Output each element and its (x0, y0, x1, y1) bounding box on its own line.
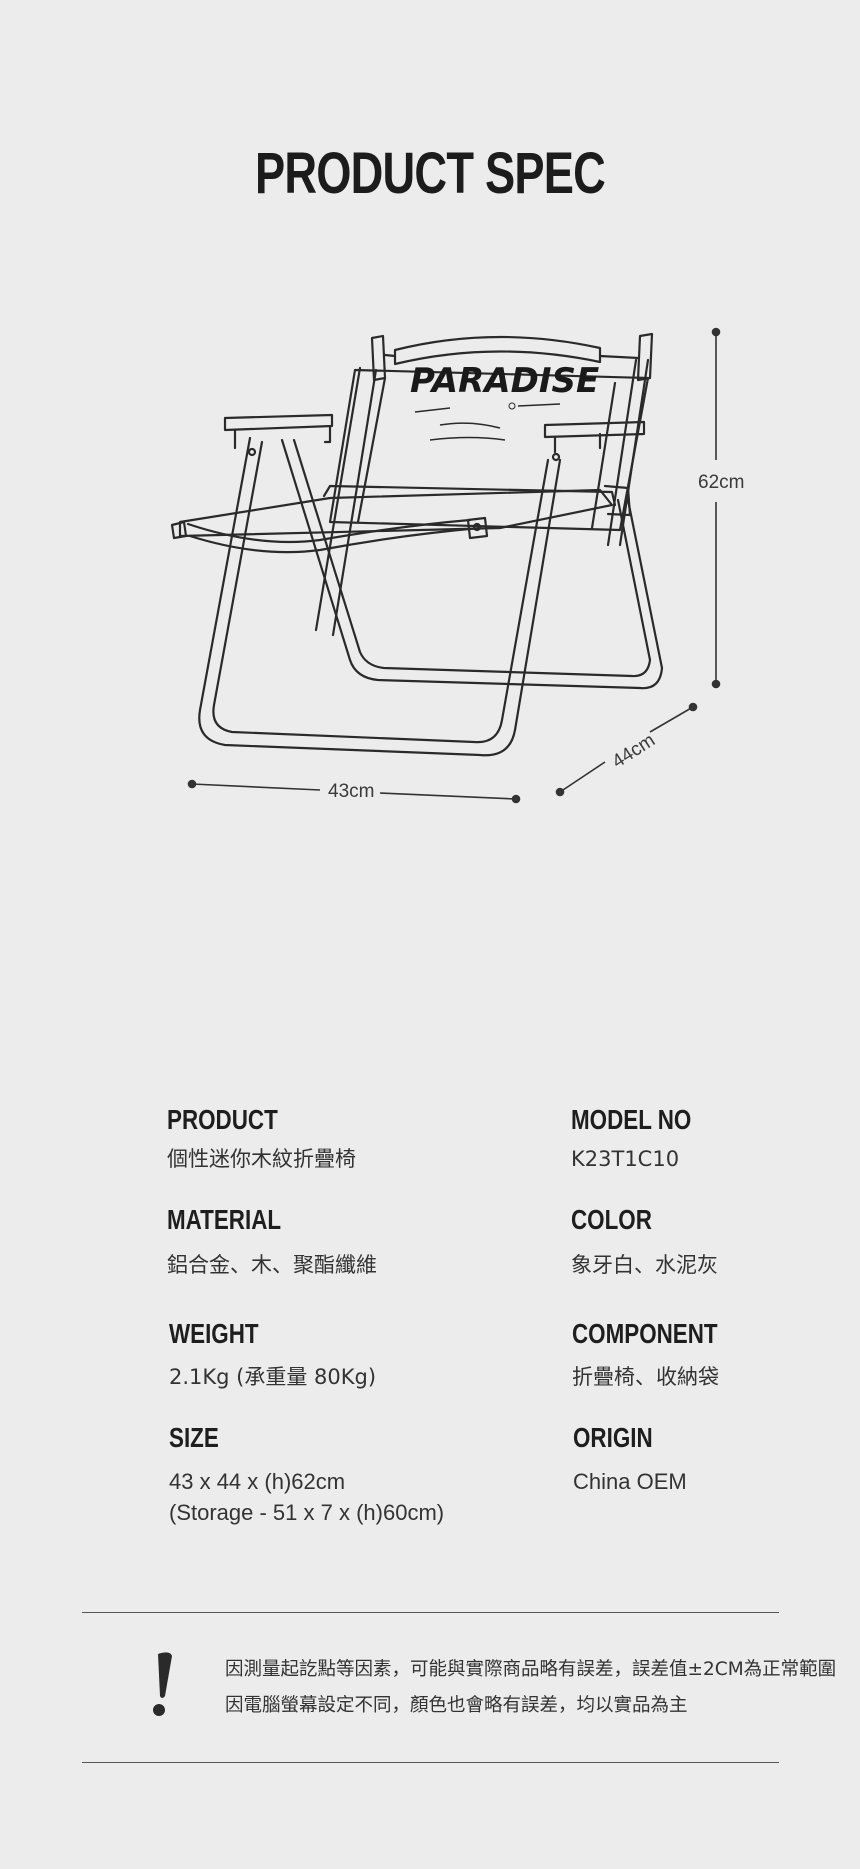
spec-value: K23T1C10 (571, 1147, 680, 1171)
brand-text: PARADISE (410, 361, 599, 401)
spec-material: MATERIAL 鋁合金、木、聚酯纖維 (167, 1204, 497, 1281)
divider-bottom (82, 1762, 779, 1763)
spec-size: SIZE 43 x 44 x (h)62cm (Storage - 51 x 7… (169, 1422, 499, 1528)
notice-line-2: 因電腦螢幕設定不同，顏色也會略有誤差，均以實品為主 (225, 1695, 688, 1716)
notice-line-1: 因測量起訖點等因素，可能與實際商品略有誤差，誤差值±2CM為正常範圍 (225, 1659, 837, 1680)
size-line-1: 43 x 44 x (h)62cm (169, 1469, 346, 1494)
page-title: PRODUCT SPEC (254, 141, 606, 206)
spec-component: COMPONENT 折疊椅、收納袋 (572, 1318, 860, 1393)
spec-value: 折疊椅、收納袋 (572, 1365, 719, 1389)
notice-text: 因測量起訖點等因素，可能與實際商品略有誤差，誤差值±2CM為正常範圍 因電腦螢幕… (225, 1652, 836, 1724)
spec-color: COLOR 象牙白、水泥灰 (571, 1204, 860, 1281)
spec-value: China OEM (573, 1469, 687, 1494)
spec-value: 象牙白、水泥灰 (571, 1253, 718, 1277)
spec-value: 2.1Kg (承重量 80Kg) (169, 1365, 377, 1389)
spec-label: MATERIAL (167, 1204, 282, 1235)
spec-label: PRODUCT (167, 1104, 278, 1135)
spec-weight: WEIGHT 2.1Kg (承重量 80Kg) (169, 1318, 499, 1393)
spec-value: 個性迷你木紋折疊椅 (167, 1147, 356, 1171)
depth-dimension: 44cm (609, 730, 659, 773)
spec-model: MODEL NO K23T1C10 (571, 1104, 860, 1175)
spec-label: COMPONENT (572, 1318, 718, 1349)
spec-product: PRODUCT 個性迷你木紋折疊椅 (167, 1104, 497, 1175)
spec-label: COLOR (571, 1204, 652, 1235)
spec-label: SIZE (169, 1422, 219, 1453)
exclamation-icon (153, 1652, 172, 1716)
chair-illustration: PARADISE 62cm 43cm 44cm (170, 327, 744, 804)
height-dimension: 62cm (698, 472, 744, 493)
spec-label: ORIGIN (573, 1422, 653, 1453)
width-dimension: 43cm (328, 781, 374, 802)
spec-value: 鋁合金、木、聚酯纖維 (167, 1253, 377, 1277)
spec-value: 43 x 44 x (h)62cm (Storage - 51 x 7 x (h… (169, 1466, 499, 1528)
spec-origin: ORIGIN China OEM (573, 1422, 860, 1497)
spec-label: MODEL NO (571, 1104, 692, 1135)
spec-label: WEIGHT (169, 1318, 259, 1349)
divider-top (82, 1612, 779, 1613)
size-line-2: (Storage - 51 x 7 x (h)60cm) (169, 1500, 445, 1525)
